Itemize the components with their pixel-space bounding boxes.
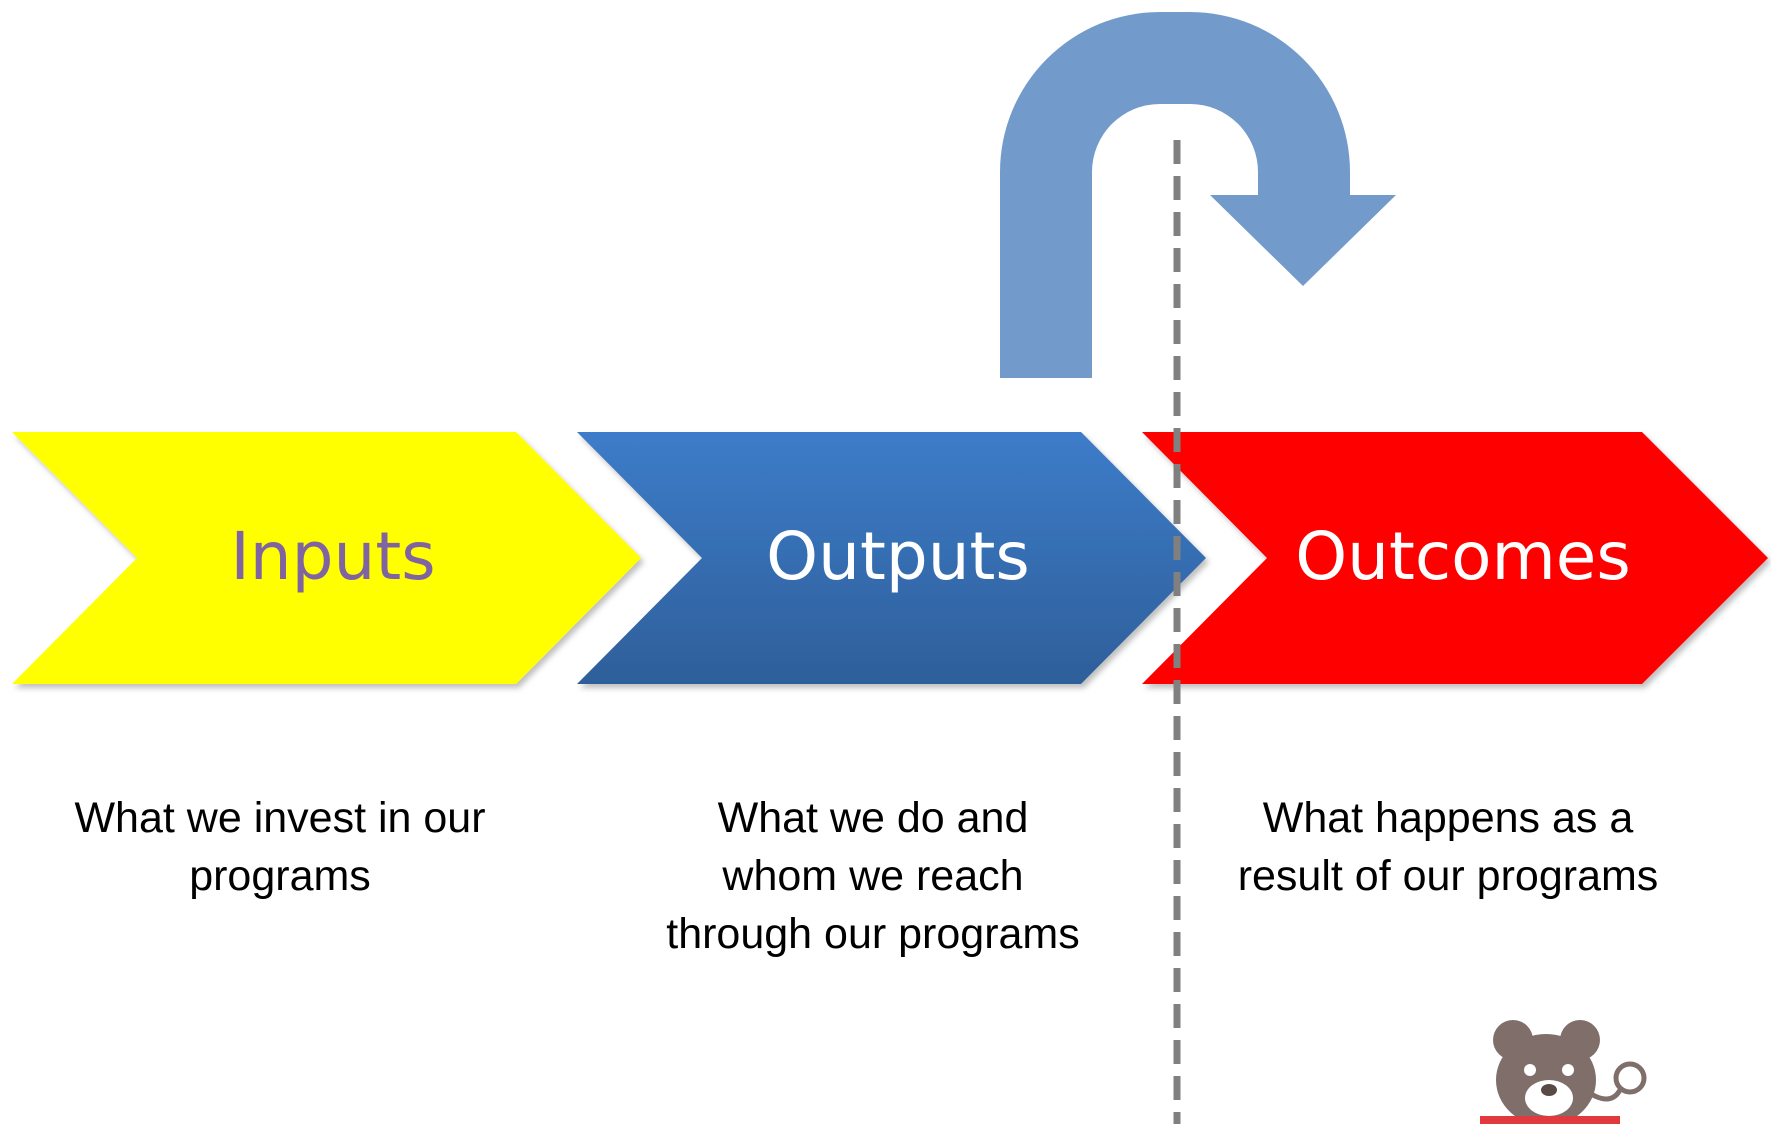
chevron-outputs bbox=[577, 432, 1206, 684]
chevron-outcomes bbox=[1142, 432, 1768, 684]
step-label-outcomes: Outcomes bbox=[1295, 518, 1631, 595]
description-outcomes-line-1: What happens as a bbox=[1262, 794, 1634, 842]
description-outputs-line-3: through our programs bbox=[666, 910, 1080, 958]
teddy-bear-logo-icon bbox=[1480, 1020, 1647, 1124]
description-outputs-line-1: What we do and bbox=[717, 794, 1029, 842]
description-outcomes-line-2: result of our programs bbox=[1237, 852, 1659, 900]
step-label-outputs: Outputs bbox=[766, 518, 1030, 595]
description-outcomes: What happens as a result of our programs bbox=[1188, 789, 1708, 905]
description-outputs: What we do and whom we reach through our… bbox=[613, 789, 1133, 963]
description-inputs: What we invest in our programs bbox=[20, 789, 540, 905]
description-outputs-line-2: whom we reach bbox=[722, 852, 1024, 900]
u-turn-arrow-icon bbox=[1000, 12, 1396, 378]
description-inputs-line-2: programs bbox=[189, 852, 371, 900]
chevron-inputs bbox=[12, 432, 641, 684]
step-label-inputs: Inputs bbox=[230, 518, 435, 595]
description-inputs-line-1: What we invest in our bbox=[74, 794, 486, 842]
